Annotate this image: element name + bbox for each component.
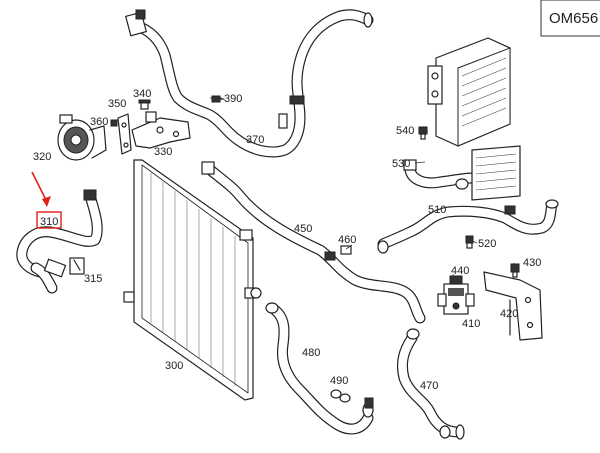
label-440: 440 [451, 265, 469, 277]
highlight-arrow [31, 171, 51, 207]
label-315: 315 [84, 273, 102, 285]
label-530: 530 [392, 158, 410, 170]
bolt-part-430[interactable] [510, 263, 520, 278]
label-450: 450 [294, 223, 312, 235]
cooler-part-530[interactable] [403, 145, 521, 201]
intercooler-unit [427, 37, 511, 147]
label-350: 350 [108, 98, 126, 110]
label-390: 390 [224, 93, 242, 105]
bolt-part-520[interactable] [465, 235, 474, 249]
label-510: 510 [428, 204, 446, 216]
label-540: 540 [396, 125, 414, 137]
label-410: 410 [462, 318, 480, 330]
fitting-part-460[interactable] [340, 245, 352, 255]
bracket-part-420[interactable] [483, 271, 543, 341]
label-320: 320 [33, 151, 51, 163]
nut-part-360[interactable] [110, 119, 118, 127]
label-360: 360 [90, 116, 108, 128]
label-480: 480 [302, 347, 320, 359]
label-460: 460 [338, 234, 356, 246]
label-310: 310 [40, 216, 58, 228]
bolt-part-540[interactable] [418, 126, 428, 140]
connector-part-440[interactable] [449, 275, 463, 285]
bracket-part-330[interactable] [131, 111, 191, 149]
hose-part-510[interactable] [377, 199, 559, 254]
hose-part-470[interactable] [396, 328, 465, 440]
radiator-part-300[interactable] [123, 159, 262, 401]
label-330: 330 [154, 146, 172, 158]
hose-part-315[interactable] [30, 257, 85, 294]
valve-part-410[interactable] [437, 283, 475, 315]
pipe-part-450[interactable] [201, 161, 426, 324]
label-420: 420 [500, 308, 518, 320]
label-430: 430 [523, 257, 541, 269]
clip-part-390[interactable] [211, 95, 225, 103]
hose-part-370[interactable] [124, 9, 374, 158]
hose-part-310[interactable] [16, 189, 103, 278]
bolt-part-340[interactable] [138, 99, 151, 110]
part-labels: 300 310 315 320 330 340 350 360 370 390 … [33, 88, 541, 392]
highlight-box [36, 211, 62, 229]
label-370: 370 [246, 134, 264, 146]
clamp-part-490[interactable] [330, 389, 351, 403]
label-490: 490 [330, 375, 348, 387]
engine-code: OM656 [549, 10, 598, 27]
pump-part-320[interactable] [57, 114, 107, 161]
label-300: 300 [165, 360, 183, 372]
bracket-part-350[interactable] [117, 113, 132, 155]
label-470: 470 [420, 380, 438, 392]
label-520: 520 [478, 238, 496, 250]
engine-code-box: OM656 [540, 0, 600, 37]
leader-lines [210, 97, 515, 281]
label-340: 340 [133, 88, 151, 100]
hose-part-480[interactable] [265, 302, 374, 435]
